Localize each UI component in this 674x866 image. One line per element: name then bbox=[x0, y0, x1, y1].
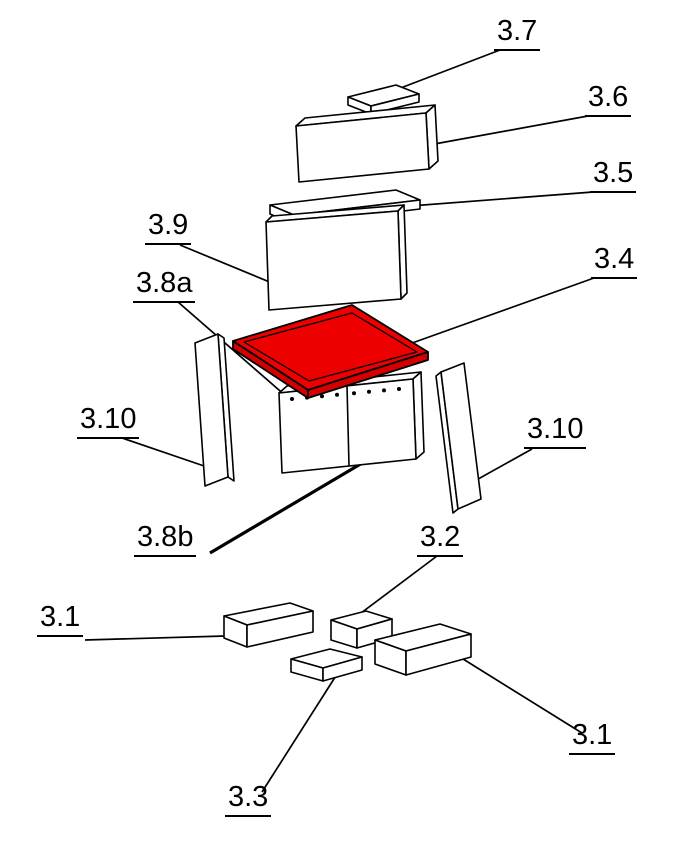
leader-line-3-1-right bbox=[446, 648, 583, 734]
part-3-9-rear-panel bbox=[265, 204, 408, 311]
part-3-6-upper-panel bbox=[295, 104, 439, 183]
part-label-3-7: 3.7 bbox=[494, 16, 541, 52]
leader-line-3-10-left bbox=[121, 437, 208, 468]
part-label-3-10-right: 3.10 bbox=[524, 414, 587, 450]
part-label-3-8b: 3.8b bbox=[134, 522, 197, 558]
leader-line-3-8b bbox=[209, 457, 370, 555]
leader-line-3-10-right bbox=[470, 448, 533, 484]
part-label-3-1-right: 3.1 bbox=[569, 720, 616, 756]
part-3-1-bottom-brick-right bbox=[374, 623, 472, 676]
part-label-3-8a: 3.8a bbox=[133, 268, 196, 304]
part-label-3-4: 3.4 bbox=[591, 244, 638, 280]
part-label-3-6: 3.6 bbox=[585, 82, 632, 118]
part-3-10-side-panel-right bbox=[435, 362, 482, 514]
highlight-plate-inner-outline bbox=[243, 312, 418, 382]
highlight-plate-edge-right bbox=[307, 351, 429, 399]
part-3-4-highlight-plate bbox=[232, 304, 429, 399]
panel-divider-line bbox=[346, 385, 350, 467]
leader-line-3-2 bbox=[360, 555, 438, 614]
leader-line-3-4 bbox=[386, 277, 595, 353]
part-3-2-bottom-brick-center bbox=[330, 610, 393, 649]
leader-line-3-3 bbox=[261, 670, 340, 793]
part-3-10-side-panel-left bbox=[194, 333, 235, 487]
leader-line-3-7 bbox=[397, 49, 501, 90]
part-label-3-5: 3.5 bbox=[590, 158, 637, 194]
part-label-3-9: 3.9 bbox=[145, 210, 192, 246]
part-label-3-1-left: 3.1 bbox=[37, 602, 84, 638]
part-label-3-3: 3.3 bbox=[225, 782, 272, 818]
part-label-3-10-left: 3.10 bbox=[77, 404, 140, 440]
part-3-3-bottom-brick-flat bbox=[290, 648, 363, 682]
part-label-3-2: 3.2 bbox=[417, 522, 464, 558]
leader-line-3-5 bbox=[396, 191, 594, 208]
part-3-1-bottom-brick-left bbox=[223, 602, 314, 648]
